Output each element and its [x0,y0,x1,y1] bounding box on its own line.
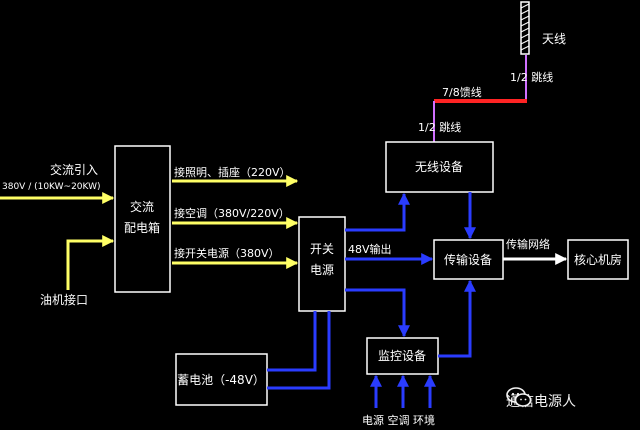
monitor-to-transport-arrow [438,279,476,358]
aircon-label: 接空调（380V/220V） [174,206,290,220]
oil-port-label: 油机接口 [40,292,88,307]
lighting-label: 接照明、插座（220V） [174,165,291,179]
ac-box-label-2: 配电箱 [124,220,160,235]
switch-ps-label: 接开关电源（380V） [174,246,280,260]
transport-box-label: 传输设备 [444,252,492,267]
battery-box-label: 蓄电池（-48V） [177,373,265,387]
switch-box-label-1: 开关 [310,242,334,256]
antenna-icon [520,1,530,55]
monitor-device-box [366,337,439,375]
wireless-box-label: 无线设备 [415,160,463,174]
switch-to-wireless-arrow [345,192,410,232]
ac-input-label: 交流引入 [50,162,98,177]
antenna-label: 天线 [542,32,566,46]
switch-to-monitor-arrow [345,288,410,338]
bottom-inputs-label: 电源 空调 环境 [362,413,435,427]
battery-link-2 [267,311,331,390]
wireless-device-box [385,141,494,193]
battery-box [175,353,268,406]
jumper-top-label: 1/2 跳线 [510,70,553,84]
ac-distribution-box [114,145,171,293]
transport-net-label: 传输网络 [506,237,550,251]
core-box-label: 核心机房 [574,252,622,267]
ac-box-label-1: 交流 [130,199,154,214]
core-room-box [567,239,629,280]
watermark: 通信电源人 [506,386,636,416]
ac-spec-label: 380V / (10KW~20KW) [2,182,101,192]
feeder-label: 7/8馈线 [442,85,482,99]
battery-link-1 [267,311,317,372]
transport-device-box [433,239,504,280]
output-48v-label: 48V输出 [348,242,392,256]
monitor-box-label: 监控设备 [378,349,426,363]
switch-power-box [298,216,346,312]
jumper-mid-label: 1/2 跳线 [418,120,461,134]
wechat-logo-icon [506,387,532,407]
oil-port-arrow [66,235,115,290]
switch-box-label-2: 电源 [310,263,334,277]
